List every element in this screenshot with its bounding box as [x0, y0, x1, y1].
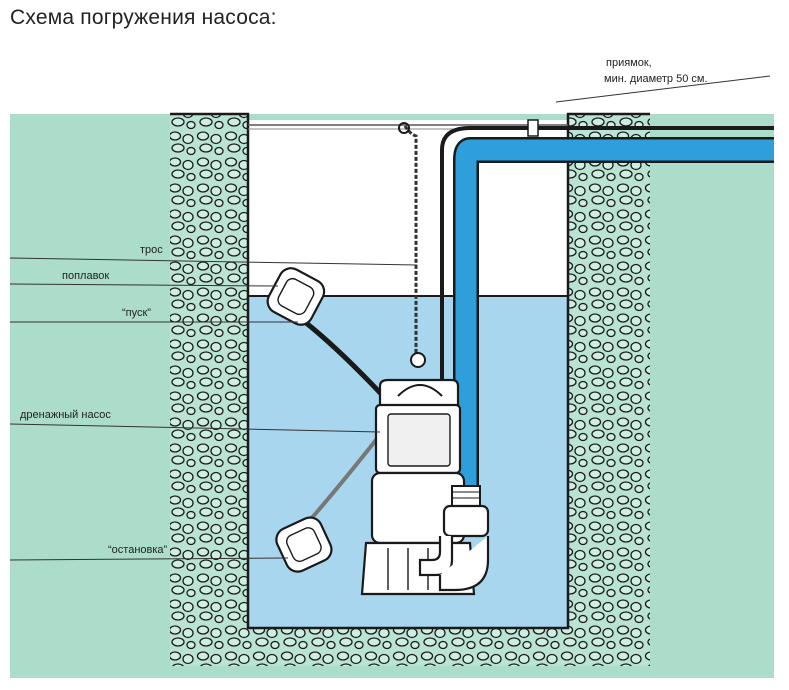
gravel-right-wall [568, 114, 650, 664]
power-cable [440, 126, 774, 380]
leader-stop [9, 557, 289, 561]
rope-ring [410, 352, 426, 368]
rope [403, 125, 418, 360]
leader-lines [9, 75, 771, 561]
diagram-title: Схема погружения насоса: [10, 6, 277, 29]
cable-clip [527, 119, 539, 137]
leader-pit [555, 75, 771, 103]
rope-knot [398, 122, 410, 134]
float-cable-start [303, 320, 387, 400]
leader-float [9, 283, 279, 287]
outlet-elbow [418, 485, 490, 592]
leader-rope [9, 257, 418, 266]
label-start: “пуск” [122, 307, 151, 319]
gravel-bottom [170, 628, 650, 666]
label-stop: “остановка” [108, 544, 168, 556]
pit-outline [170, 112, 650, 630]
label-float: поплавок [62, 270, 109, 282]
stop-float [275, 516, 333, 573]
gravel-left-wall [170, 114, 248, 664]
start-float [266, 267, 326, 326]
label-pit-diameter: мин. диаметр 50 см. [604, 73, 708, 85]
label-pit: приямок, [606, 57, 652, 69]
discharge-hose-fill [455, 139, 774, 492]
label-pump: дренажный насос [20, 409, 111, 421]
label-rope: трос [140, 244, 163, 256]
leader-pump [9, 423, 381, 433]
